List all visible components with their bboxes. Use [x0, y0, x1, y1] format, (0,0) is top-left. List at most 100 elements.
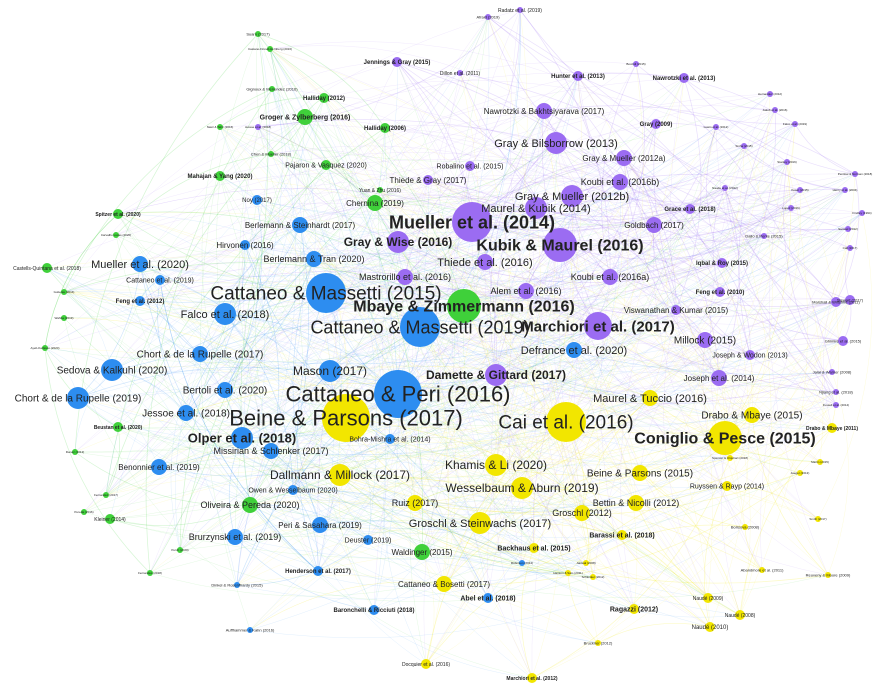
node-berlemann_tran[interactable] [306, 251, 322, 267]
node-dallo[interactable] [761, 233, 767, 239]
node-pentlow[interactable] [852, 171, 858, 177]
node-maurel_kubik[interactable] [525, 197, 547, 219]
node-joseph_wodon[interactable] [745, 350, 755, 360]
node-grayMueller2012a[interactable] [616, 150, 632, 166]
node-feng2012[interactable] [135, 296, 145, 306]
node-grayMueller2012b[interactable] [561, 185, 583, 207]
node-robalino[interactable] [465, 161, 475, 171]
node-berlemann2017[interactable] [292, 217, 308, 233]
node-call[interactable] [847, 245, 853, 251]
node-jaeger[interactable] [797, 470, 803, 476]
node-ragazzi[interactable] [629, 604, 639, 614]
node-lopez[interactable] [788, 205, 794, 211]
node-barassi[interactable] [617, 530, 627, 540]
node-wesselbaum_aburn[interactable] [511, 477, 533, 499]
node-ghimire[interactable] [838, 336, 848, 346]
node-chernina[interactable] [367, 195, 383, 211]
node-halliday2012[interactable] [319, 93, 329, 103]
node-gray_bils[interactable] [545, 132, 567, 154]
node-koser[interactable] [797, 187, 803, 193]
node-afraid[interactable] [485, 14, 491, 20]
node-smith[interactable] [815, 516, 821, 522]
node-baronchelli[interactable] [369, 605, 379, 615]
node-cai[interactable] [546, 402, 586, 442]
node-yuan[interactable] [377, 187, 383, 193]
node-fernandez[interactable] [103, 492, 109, 498]
node-guiteras[interactable] [61, 289, 67, 295]
node-alem[interactable] [518, 283, 534, 299]
node-cattaneo_massetti2015[interactable] [306, 273, 346, 313]
node-joseph2014[interactable] [711, 370, 727, 386]
node-naudé2009[interactable] [703, 593, 713, 603]
node-bertoli[interactable] [217, 382, 233, 398]
node-njiang[interactable] [833, 389, 839, 395]
node-jessoe2018[interactable] [178, 405, 194, 421]
node-radatz[interactable] [517, 7, 523, 13]
node-bouzidi[interactable] [633, 61, 639, 67]
node-jakob[interactable] [772, 107, 778, 113]
node-dillon[interactable] [457, 70, 463, 76]
node-cattaneo_peri[interactable] [374, 370, 422, 418]
node-falco[interactable] [214, 303, 236, 325]
node-mason[interactable] [319, 360, 341, 382]
node-cattaneo_massetti2019[interactable] [400, 307, 440, 347]
node-mueller2014[interactable] [452, 202, 492, 242]
node-ibanez[interactable] [72, 449, 78, 455]
node-oliveira[interactable] [242, 497, 258, 513]
node-waldinger[interactable] [414, 544, 430, 560]
node-bohra[interactable] [385, 434, 395, 444]
node-missirian[interactable] [263, 443, 279, 459]
node-nawrotzki2017[interactable] [536, 103, 552, 119]
node-thiede2016[interactable] [477, 254, 493, 270]
node-groger[interactable] [297, 109, 313, 125]
node-owen[interactable] [288, 485, 298, 495]
node-brurzynski[interactable] [227, 529, 243, 545]
node-noy[interactable] [252, 195, 262, 205]
node-marchiori2012[interactable] [527, 673, 537, 683]
node-castells[interactable] [42, 263, 52, 273]
node-hanson[interactable] [565, 570, 571, 576]
node-pereda[interactable] [81, 509, 87, 515]
node-bettin[interactable] [628, 495, 644, 511]
node-coniglio[interactable] [708, 421, 742, 455]
node-samuel[interactable] [845, 226, 851, 232]
node-lewin[interactable] [713, 124, 719, 130]
node-borisova[interactable] [742, 524, 748, 530]
node-wahba[interactable] [61, 315, 67, 321]
node-peri_sasahara[interactable] [312, 517, 328, 533]
node-ruiz[interactable] [407, 495, 423, 511]
node-goldbach[interactable] [646, 217, 662, 233]
node-ruyssen[interactable] [722, 481, 732, 491]
node-docquier[interactable] [421, 659, 431, 669]
node-thiede_gray[interactable] [423, 175, 433, 185]
node-fernandes[interactable] [147, 570, 153, 576]
node-sedova[interactable] [101, 359, 123, 381]
node-koubi2016a[interactable] [602, 269, 618, 285]
node-viswanathan[interactable] [671, 305, 681, 315]
node-chort2019[interactable] [67, 387, 89, 409]
node-castano[interactable] [267, 46, 273, 52]
node-deuster[interactable] [363, 535, 373, 545]
node-mastrorillo[interactable] [397, 269, 413, 285]
node-olper[interactable] [231, 427, 253, 449]
node-hernandez[interactable] [767, 91, 773, 97]
node-schlenker[interactable] [590, 574, 596, 580]
node-jaiswal[interactable] [583, 560, 589, 566]
node-beustan[interactable] [113, 422, 123, 432]
node-jennings[interactable] [392, 57, 402, 67]
node-millock2015[interactable] [697, 332, 713, 348]
node-hunter[interactable] [573, 71, 583, 81]
node-abel[interactable] [483, 593, 493, 603]
node-koubi2016b[interactable] [612, 174, 628, 190]
node-kleiner[interactable] [105, 514, 115, 524]
node-spencer[interactable] [727, 455, 733, 461]
node-defrance[interactable] [566, 342, 582, 358]
node-mueller2020[interactable] [132, 256, 148, 272]
node-naude2[interactable] [722, 185, 728, 191]
node-perch[interactable] [177, 547, 183, 553]
node-chen[interactable] [268, 151, 274, 157]
node-gray_wise[interactable] [387, 231, 409, 253]
node-stewart[interactable] [845, 295, 855, 305]
node-falco_r[interactable] [792, 121, 798, 127]
node-dallmann[interactable] [329, 464, 351, 486]
